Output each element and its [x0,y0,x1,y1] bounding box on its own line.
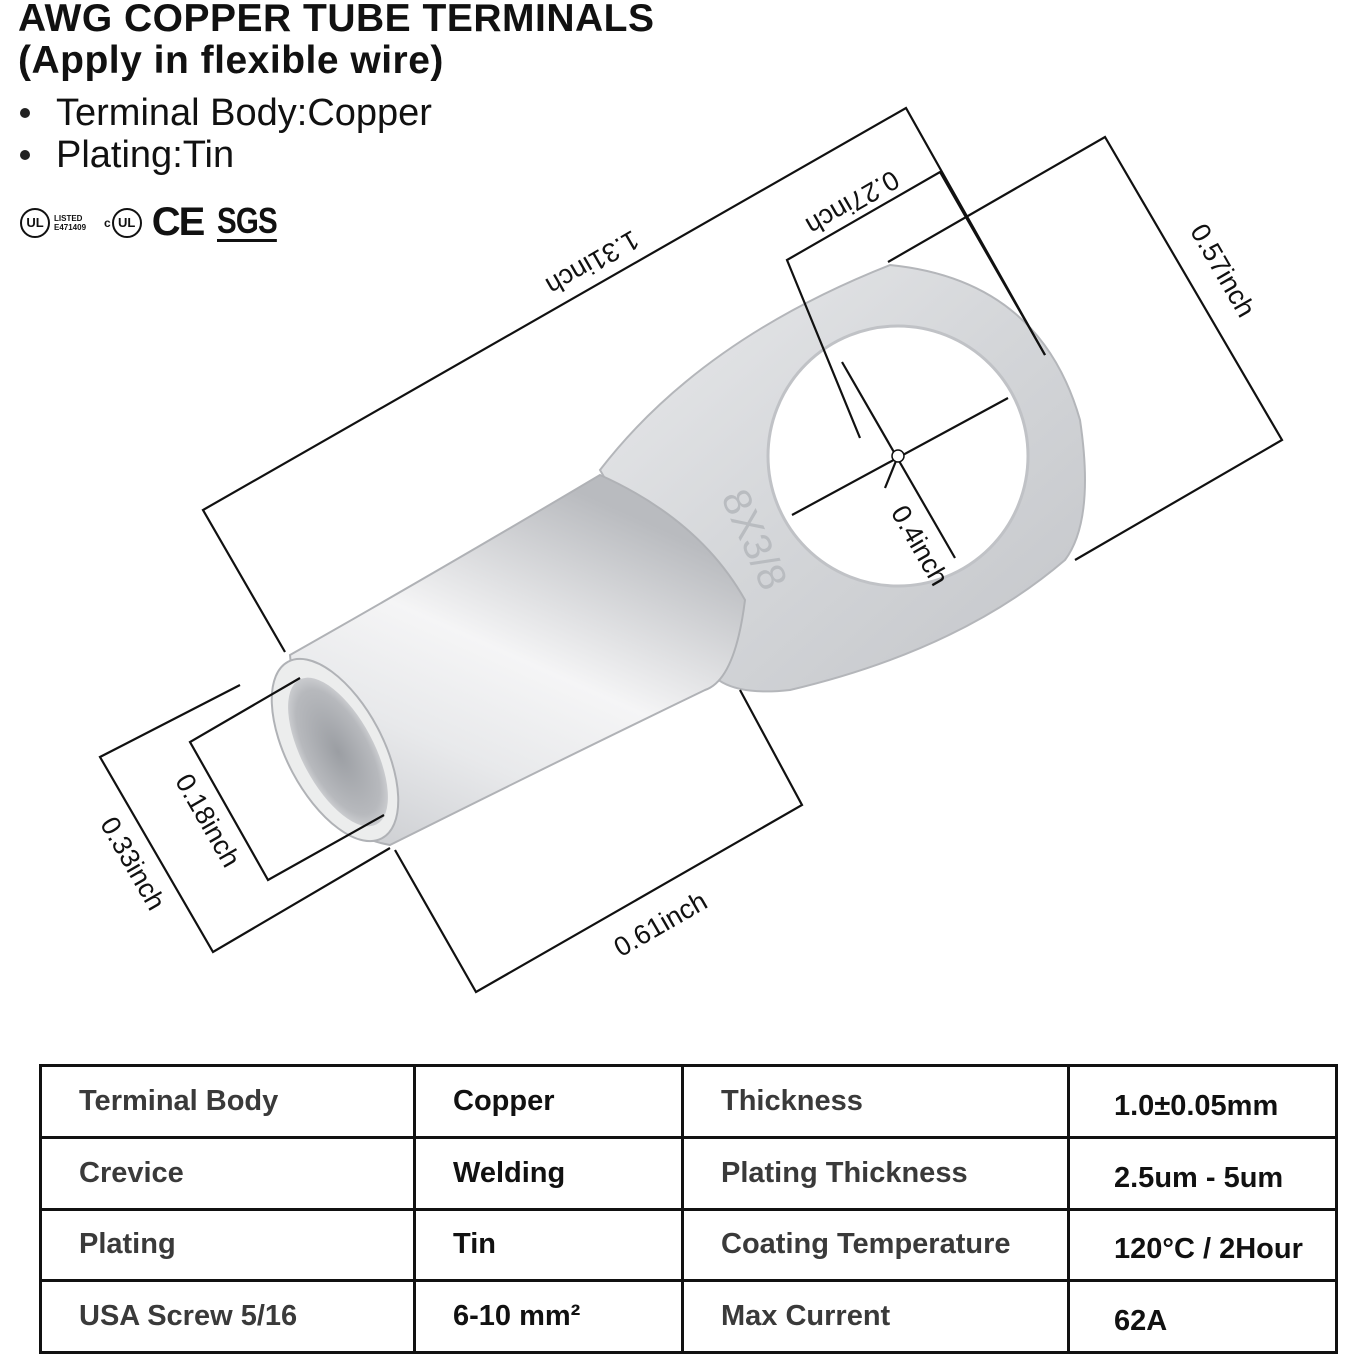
ul-file-number: E471409 [54,222,87,232]
bullet-icon [20,150,30,160]
ul-listed-text: LISTED [54,213,83,223]
dim-tongue-width: 0.57inch [1184,219,1261,322]
certification-logos: UL LISTED E471409 c UL CE SGS [20,200,290,245]
spec-value: 120°C / 2Hour [1067,1207,1338,1283]
spec-value: 1.0±0.05mm [1067,1064,1338,1139]
spec-value: 62A [1067,1279,1338,1354]
spec-value: Welding [413,1135,684,1211]
terminal-lug [270,263,1086,847]
table-row: Plating Tin Coating Temperature 120°C / … [39,1207,1338,1283]
sgs-logo-icon: SGS [217,200,278,242]
spec-value: Copper [413,1064,684,1139]
spec-value: Tin [413,1207,684,1283]
spec-key: Thickness [681,1064,1070,1139]
dim-total-length: 1.31inch [541,224,644,301]
spec-value: 6-10 mm² [413,1279,684,1354]
spec-key: Coating Temperature [681,1207,1070,1283]
spec-key: Terminal Body [39,1064,416,1139]
hole-center-marker [891,449,905,463]
spec-key: Plating [39,1207,416,1283]
dimension-lines [98,106,1284,994]
ce-logo-icon: CE [151,200,206,244]
cul-prefix: c [104,215,111,230]
spec-key: USA Screw 5/16 [39,1279,416,1354]
ul-logo-icon: UL [20,207,50,238]
terminal-diagram: 8X3/8 1.31inch 0.27inch 0.57inch 0.4inch… [94,106,1284,994]
feature-text: Terminal Body:Copper [56,92,432,134]
spec-value: 2.5um - 5um [1067,1135,1338,1211]
ul-listed-label: LISTED E471409 [54,214,86,232]
spec-key: Max Current [681,1279,1070,1354]
page-title: AWG COPPER TUBE TERMINALS [18,0,655,40]
dim-outer-diameter: 0.33inch [94,812,171,915]
table-row: USA Screw 5/16 6-10 mm² Max Current 62A [39,1279,1338,1354]
feature-text: Plating:Tin [56,134,235,176]
dim-stud-edge: 0.27inch [801,164,904,241]
spec-key: Crevice [39,1135,416,1211]
table-row: Crevice Welding Plating Thickness 2.5um … [39,1135,1338,1211]
feature-item: Terminal Body:Copper [20,92,432,134]
spec-key: Plating Thickness [681,1135,1070,1211]
dim-barrel-length: 0.61inch [609,886,712,963]
page-subtitle: (Apply in flexible wire) [18,39,444,82]
feature-item: Plating:Tin [20,134,432,176]
spec-table: Terminal Body Copper Thickness 1.0±0.05m… [39,1064,1338,1354]
cul-mark: UL [111,207,142,238]
table-row: Terminal Body Copper Thickness 1.0±0.05m… [39,1064,1338,1139]
feature-list: Terminal Body:Copper Plating:Tin [20,92,432,176]
bullet-icon [20,108,30,118]
cul-logo-icon: c UL [104,207,142,238]
